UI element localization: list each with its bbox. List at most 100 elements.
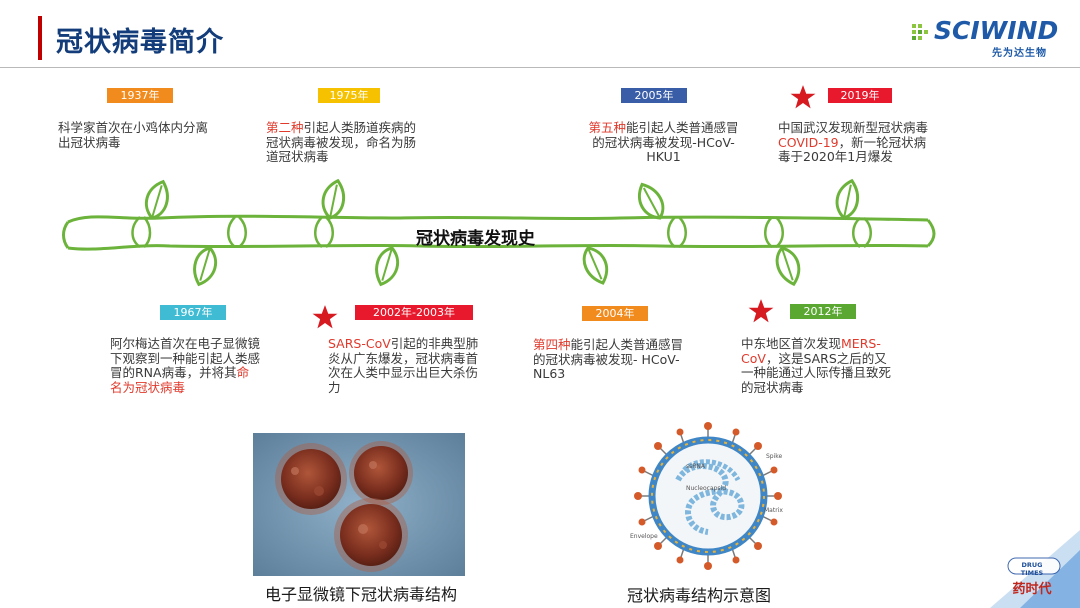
event-desc-1975: 第二种引起人类肠道疾病的冠状病毒被发现，命名为肠道冠状病毒 bbox=[266, 120, 456, 165]
logo-subtitle: 先为达生物 bbox=[992, 48, 1047, 59]
desc-line: 第五种能引起人类普通感冒 bbox=[571, 120, 756, 136]
highlight-text: CoV bbox=[741, 350, 766, 366]
photo-caption: 电子显微镜下冠状病毒结构 bbox=[264, 585, 457, 604]
logo-text: SCIWIND bbox=[934, 16, 1059, 45]
desc-line: 次在人类中显示出巨大杀伤 bbox=[328, 365, 513, 381]
event-desc-1967: 阿尔梅达首次在电子显微镜下观察到一种能引起人类感冒的RNA病毒，并将其命名为冠状… bbox=[110, 336, 300, 396]
watermark-top: DRUG TIMES bbox=[1020, 561, 1044, 577]
electron-microscope-photo bbox=[253, 433, 465, 576]
event-desc-2012: 中东地区首次发现MERS-CoV，这是SARS之后的又一种能通过人际传播且致死的… bbox=[741, 336, 931, 396]
star-icon bbox=[790, 85, 816, 109]
logo-mark-icon bbox=[912, 24, 928, 40]
desc-text: 中国武汉发现新型冠状病毒 bbox=[778, 120, 929, 135]
desc-line: SARS-CoV引起的非典型肺 bbox=[328, 336, 513, 352]
desc-line: 的冠状病毒被发现- HCoV- bbox=[533, 351, 718, 368]
diagram-caption: 冠状病毒结构示意图 bbox=[626, 586, 771, 605]
label-matrix: Matrix bbox=[764, 507, 783, 514]
desc-text: 的冠状病毒 bbox=[741, 379, 804, 395]
desc-text: 阿尔梅达首次在电子显微镜 bbox=[110, 336, 261, 351]
desc-text: NL63 bbox=[533, 366, 566, 381]
desc-text: 出冠状病毒 bbox=[58, 134, 121, 150]
timeline-center-label: 冠状病毒发现史 bbox=[416, 229, 535, 249]
desc-line: 第四种能引起人类普通感冒 bbox=[533, 337, 718, 353]
year-badge-2019: 2019年 bbox=[828, 88, 892, 103]
desc-text: 中东地区首次发现 bbox=[741, 336, 842, 351]
desc-line: COVID-19，新一轮冠状病 bbox=[778, 134, 968, 151]
desc-line: 名为冠状病毒 bbox=[110, 379, 300, 396]
year-badge-2004: 2004年 bbox=[582, 306, 648, 321]
year-badge-1967: 1967年 bbox=[160, 305, 226, 320]
desc-line: 科学家首次在小鸡体内分离 bbox=[58, 120, 248, 136]
highlight-text: 第五种 bbox=[588, 120, 626, 135]
timeline-vine bbox=[62, 176, 936, 290]
desc-text: ，这是SARS之后的又 bbox=[765, 350, 887, 366]
desc-line: HKU1 bbox=[571, 149, 756, 165]
label-ssrna: ssRNA bbox=[686, 463, 706, 470]
highlight-text: SARS-CoV bbox=[328, 336, 391, 351]
desc-line: 道冠状病毒 bbox=[266, 149, 456, 165]
desc-text: 冒的RNA病毒，并将其 bbox=[110, 365, 237, 380]
year-badge-2012: 2012年 bbox=[790, 304, 856, 319]
desc-line: 力 bbox=[328, 379, 513, 396]
star-icon bbox=[748, 299, 774, 323]
page-title: 冠状病毒简介 bbox=[56, 27, 224, 58]
header-divider bbox=[0, 67, 1080, 68]
event-desc-1937: 科学家首次在小鸡体内分离出冠状病毒 bbox=[58, 120, 248, 151]
desc-text: HKU1 bbox=[646, 149, 681, 164]
desc-line: 冠状病毒被发现，命名为肠 bbox=[266, 134, 456, 151]
desc-line: 的冠状病毒 bbox=[741, 379, 931, 396]
year-badge-2005: 2005年 bbox=[621, 88, 687, 103]
year-badge-2002-2003: 2002年-2003年 bbox=[355, 305, 473, 320]
desc-text: 力 bbox=[328, 379, 341, 395]
coronavirus-structure-diagram: ssRNA Nucleocapsid Spike Matrix Envelope bbox=[630, 422, 783, 570]
desc-text: 一种能通过人际传播且致死 bbox=[741, 365, 892, 380]
title-accent-bar bbox=[38, 16, 42, 60]
desc-text: 毒于2020年1月爆发 bbox=[778, 149, 893, 164]
event-desc-2002-2003: SARS-CoV引起的非典型肺炎从广东爆发，冠状病毒首次在人类中显示出巨大杀伤力 bbox=[328, 336, 513, 396]
star-icon bbox=[312, 305, 338, 329]
highlight-text: 第二种 bbox=[266, 120, 304, 135]
desc-line: 出冠状病毒 bbox=[58, 134, 248, 151]
corner-decoration bbox=[990, 530, 1080, 608]
desc-text: 炎从广东爆发，冠状病毒首 bbox=[328, 350, 479, 366]
desc-line: NL63 bbox=[533, 366, 718, 382]
highlight-text: 命 bbox=[236, 365, 250, 380]
desc-text: 次在人类中显示出巨大杀伤 bbox=[328, 365, 479, 380]
desc-text: 能引起人类普通感冒 bbox=[626, 120, 739, 135]
desc-text: ，新一轮冠状病 bbox=[838, 134, 927, 150]
desc-text: 下观察到一种能引起人类感 bbox=[110, 350, 261, 366]
highlight-text: 第四种 bbox=[533, 337, 571, 352]
label-envelope: Envelope bbox=[630, 533, 658, 540]
label-nucleocapsid: Nucleocapsid bbox=[686, 485, 726, 492]
event-desc-2004: 第四种能引起人类普通感冒的冠状病毒被发现- HCoV-NL63 bbox=[533, 337, 718, 382]
desc-text: 引起的非典型肺 bbox=[390, 336, 479, 351]
year-badge-1937: 1937年 bbox=[107, 88, 173, 103]
desc-line: 中东地区首次发现MERS- bbox=[741, 336, 931, 352]
year-badge-1975: 1975年 bbox=[318, 88, 380, 103]
watermark-bottom: 药时代 bbox=[1012, 582, 1052, 597]
desc-line: 一种能通过人际传播且致死 bbox=[741, 365, 931, 381]
desc-line: 的冠状病毒被发现-HCoV- bbox=[571, 134, 756, 151]
highlight-text: 名为冠状病毒 bbox=[110, 379, 186, 395]
desc-line: 炎从广东爆发，冠状病毒首 bbox=[328, 350, 513, 367]
desc-line: 中国武汉发现新型冠状病毒 bbox=[778, 120, 968, 136]
desc-line: 阿尔梅达首次在电子显微镜 bbox=[110, 336, 300, 352]
company-logo: SCIWIND 先为达生物 bbox=[910, 14, 1060, 60]
desc-text: 道冠状病毒 bbox=[266, 149, 329, 164]
desc-text: 能引起人类普通感冒 bbox=[570, 337, 684, 352]
desc-line: 冒的RNA病毒，并将其命 bbox=[110, 365, 300, 381]
desc-text: 的冠状病毒被发现-HCoV- bbox=[592, 134, 735, 150]
desc-text: 引起人类肠道疾病的 bbox=[303, 120, 417, 135]
desc-line: 毒于2020年1月爆发 bbox=[778, 149, 968, 165]
desc-line: CoV，这是SARS之后的又 bbox=[741, 350, 931, 367]
desc-line: 第二种引起人类肠道疾病的 bbox=[266, 120, 456, 136]
desc-text: 的冠状病毒被发现- HCoV- bbox=[533, 351, 680, 367]
highlight-text: MERS- bbox=[841, 336, 881, 351]
label-spike: Spike bbox=[766, 453, 783, 460]
desc-text: 科学家首次在小鸡体内分离 bbox=[58, 120, 209, 135]
desc-line: 下观察到一种能引起人类感 bbox=[110, 350, 300, 367]
highlight-text: COVID-19 bbox=[778, 134, 839, 150]
event-desc-2005: 第五种能引起人类普通感冒的冠状病毒被发现-HCoV-HKU1 bbox=[571, 120, 756, 165]
desc-text: 冠状病毒被发现，命名为肠 bbox=[266, 134, 417, 150]
